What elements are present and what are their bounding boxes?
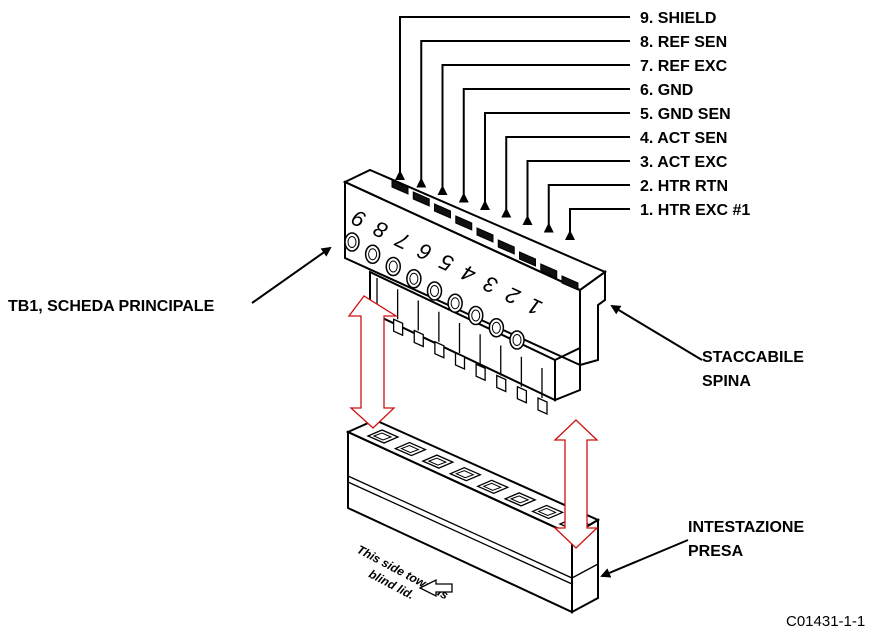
terminal-label-2: 2. HTR RTN xyxy=(640,178,728,195)
plug-pin-3 xyxy=(496,374,507,393)
terminal-screw-7 xyxy=(385,256,401,277)
terminal-screw-4 xyxy=(447,293,463,313)
plug-pin-5 xyxy=(454,351,466,371)
wire-slot-7 xyxy=(434,203,451,219)
pin-number-2: 2 xyxy=(502,282,525,310)
plug-label-line1: STACCABILE xyxy=(702,349,804,366)
terminal-screw-8 xyxy=(364,244,381,264)
pin-number-1: 1 xyxy=(524,293,546,321)
plug-pin-8 xyxy=(392,318,404,337)
terminal-leader-8 xyxy=(416,40,630,188)
plug-pointer xyxy=(610,304,703,361)
terminal-label-1: 1. HTR EXC #1 xyxy=(640,202,750,219)
wire-slot-6 xyxy=(455,215,473,231)
pin-number-6: 6 xyxy=(413,238,435,266)
terminal-leader-4 xyxy=(501,136,630,218)
terminal-screw-2 xyxy=(488,318,505,338)
terminal-leader-1 xyxy=(565,208,630,240)
terminal-label-5: 5. GND SEN xyxy=(640,106,731,123)
terminal-label-8: 8. REF SEN xyxy=(640,34,727,51)
terminal-label-7: 7. REF EXC xyxy=(640,58,728,75)
terminal-label-6: 6. GND xyxy=(640,82,693,99)
terminal-label-3: 3. ACT EXC xyxy=(640,154,728,171)
wire-slot-9 xyxy=(391,179,409,195)
terminal-leaders xyxy=(395,16,630,240)
terminal-leader-2 xyxy=(543,184,630,233)
terminal-screw-1 xyxy=(509,330,525,350)
insertion-arrow-right xyxy=(553,419,599,549)
pin-number-3: 3 xyxy=(479,271,501,299)
pin-number-4: 4 xyxy=(458,260,480,288)
wire-slot-2 xyxy=(540,263,558,279)
terminal-label-9: 9. SHIELD xyxy=(640,10,716,27)
terminal-leader-9 xyxy=(395,16,630,180)
terminal-leader-6 xyxy=(458,88,630,203)
pin-number-7: 7 xyxy=(391,227,413,255)
terminal-labels: 9. SHIELD 8. REF SEN 7. REF EXC 6. GND 5. GN… xyxy=(640,10,750,219)
plug-pin-2 xyxy=(516,385,528,404)
wire-slot-5 xyxy=(476,227,494,243)
insertion-arrow-left xyxy=(347,295,399,429)
wire-slot-8 xyxy=(412,191,430,207)
terminal-screw-6 xyxy=(406,269,422,289)
pin-number-9: 9 xyxy=(348,205,370,233)
terminal-label-4: 4. ACT SEN xyxy=(640,130,727,147)
terminal-screw-9 xyxy=(344,232,360,252)
plug-pin-7 xyxy=(413,329,424,348)
terminal-leader-7 xyxy=(437,64,630,195)
header-label-line2: PRESA xyxy=(688,543,744,560)
wire-slot-4 xyxy=(497,239,515,255)
wire-slot-3 xyxy=(519,251,536,267)
main-board-pointer xyxy=(251,246,332,304)
header-label-line1: INTESTAZIONE xyxy=(688,519,804,536)
plug-pin-1 xyxy=(537,396,548,416)
figure-id: C01431-1-1 xyxy=(786,613,865,630)
pin-number-8: 8 xyxy=(369,216,391,244)
header-receptacle xyxy=(345,418,601,614)
terminal-leader-3 xyxy=(522,160,630,225)
terminal-leader-5 xyxy=(480,112,630,210)
terminal-screw-3 xyxy=(468,305,484,326)
header-pointer xyxy=(600,539,689,578)
orientation-arrow-icon xyxy=(418,578,453,598)
pin-number-5: 5 xyxy=(435,249,457,277)
orientation-note: This side towards blind lid. xyxy=(355,542,451,602)
plug-pin-6 xyxy=(434,340,445,359)
wire-slot-1 xyxy=(561,275,579,291)
plug-label-line2: SPINA xyxy=(702,373,751,390)
main-board-label: TB1, SCHEDA PRINCIPALE xyxy=(8,298,215,315)
plug-pin-4 xyxy=(475,363,486,382)
terminal-screw-5 xyxy=(426,281,443,301)
